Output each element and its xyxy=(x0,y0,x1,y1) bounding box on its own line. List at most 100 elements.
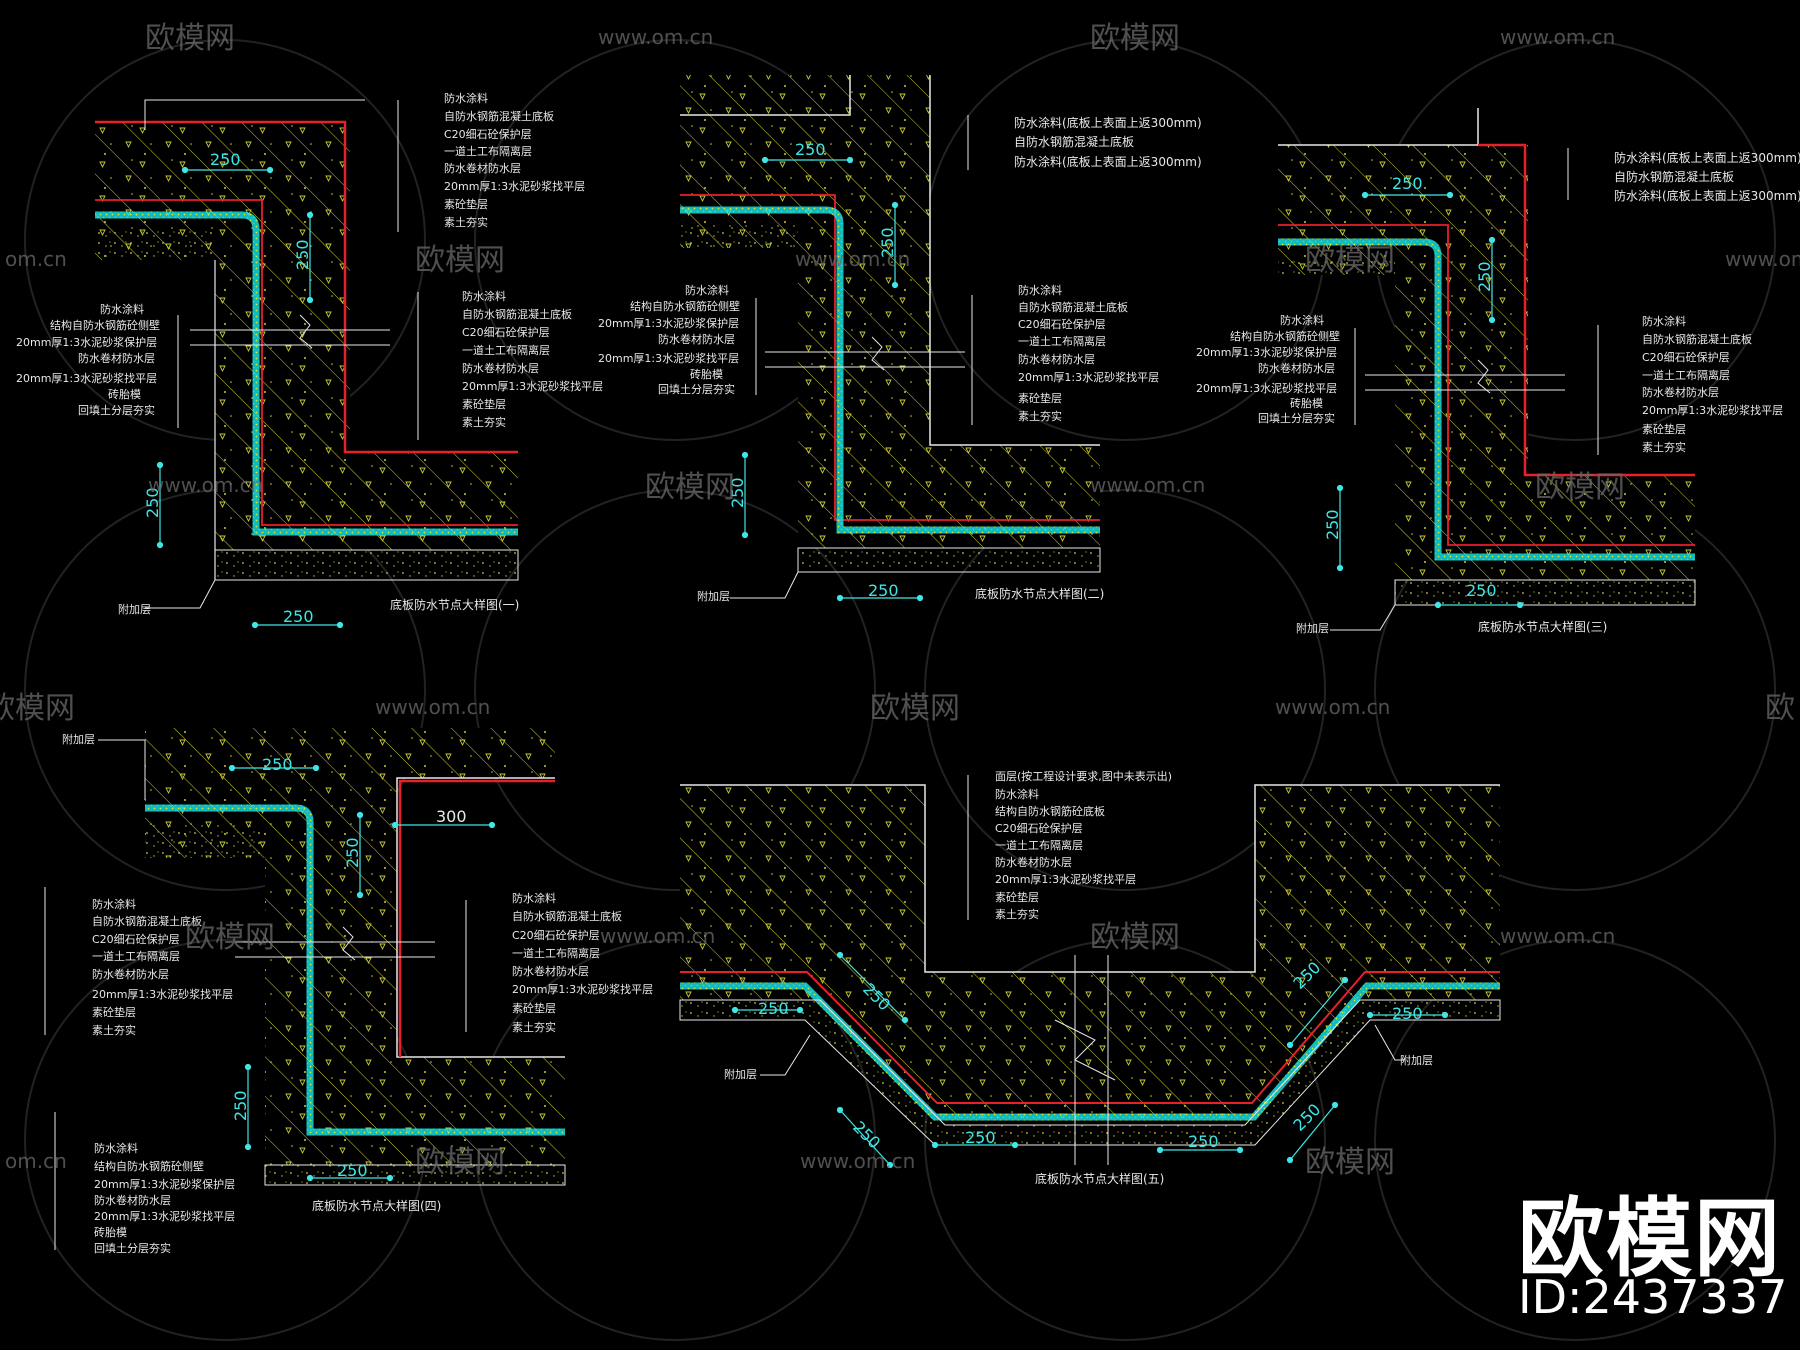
detail-2-dim-2: 250 xyxy=(878,227,897,258)
detail-1-label-mid-4: 防水卷材防水层 xyxy=(462,361,539,375)
detail-5-dim-4: 250 xyxy=(965,1128,996,1147)
detail-1-dim-1: 250 xyxy=(210,150,241,169)
detail-2-label-top-2: 防水涂料(底板上表面上返300mm) xyxy=(1014,154,1202,169)
detail-5-dim-5: 250 xyxy=(1188,1132,1219,1151)
detail-5-dim-3: 250 xyxy=(849,1117,884,1152)
detail-4-dim-3: 250 xyxy=(343,837,362,868)
detail-1-label-mid-0: 防水涂料 xyxy=(462,289,506,303)
detail-2-label-left-3: 防水卷材防水层 xyxy=(658,332,735,346)
watermark-brand-5: 欧模网 xyxy=(645,470,735,505)
detail-4-label-mid-3: 一道土工布隔离层 xyxy=(512,946,600,960)
detail-3-label-mid-2: C20细石砼保护层 xyxy=(1642,350,1730,364)
watermark-brand-frag-right: 欧 xyxy=(1765,691,1795,726)
detail-2-label-top-1: 自防水钢筋混凝土底板 xyxy=(1014,134,1134,149)
watermark-url-5: www.om.cn xyxy=(148,473,263,497)
detail-2-label-top-0: 防水涂料(底板上表面上返300mm) xyxy=(1014,115,1202,130)
detail-2-label-mid-3: 一道土工布隔离层 xyxy=(1018,334,1106,348)
watermark-url-6: www.om.cn xyxy=(1090,473,1205,497)
watermark-brand-1: 欧模网 xyxy=(145,21,235,56)
detail-3-dim-1: 250 xyxy=(1392,174,1423,193)
detail-3-dim-4: 250 xyxy=(1466,581,1497,600)
watermark-url-9: www.om.cn xyxy=(600,924,715,948)
watermark-brand-7: 欧模网 xyxy=(870,691,960,726)
detail-5-dim-2: 250 xyxy=(758,999,789,1018)
detail-3-dim-3: 250 xyxy=(1323,509,1342,540)
detail-2-dim-4: 250 xyxy=(868,581,899,600)
detail-4-label-left-4: 防水卷材防水层 xyxy=(92,967,169,981)
detail-4-label-left-1: 自防水钢筋混凝土底板 xyxy=(92,914,202,928)
detail-4-dim-5: 250 xyxy=(337,1161,368,1180)
detail-2-label-mid-6: 素砼垫层 xyxy=(1018,391,1062,405)
watermark-brand-6: 欧模网 xyxy=(1535,470,1625,505)
detail-5-label-top-6: 20mm厚1:3水泥砂浆找平层 xyxy=(995,872,1136,886)
detail-1-label-left-5: 砖胎模 xyxy=(108,387,141,401)
watermark-url-10: www.om.cn xyxy=(1500,924,1615,948)
detail-4-label-left2-3: 防水卷材防水层 xyxy=(94,1193,171,1207)
watermarks: 欧模网 www.om.cn 欧模网 www.om.cn om.cn 欧模网 ww… xyxy=(0,21,1800,1180)
detail-3-label-mid-6: 素砼垫层 xyxy=(1642,422,1686,436)
detail-4-dim-lines xyxy=(228,764,496,1182)
detail-4-label-left2-0: 防水涂料 xyxy=(94,1141,138,1155)
detail-3-label-mid-0: 防水涂料 xyxy=(1642,314,1686,328)
detail-2-dim-3: 250 xyxy=(728,477,747,508)
watermark-brand-2: 欧模网 xyxy=(1090,21,1180,56)
detail-2-red-coat xyxy=(680,194,1100,521)
detail-4-label-left-0: 防水涂料 xyxy=(92,897,136,911)
detail-1-label-left-1: 结构自防水钢筋砼侧壁 xyxy=(50,318,160,332)
detail-4-label-left2-6: 回填土分层夯实 xyxy=(94,1241,171,1255)
detail-5-extra-label-left: 附加层 xyxy=(724,1067,757,1081)
detail-3-label-left-1: 结构自防水钢筋砼侧壁 xyxy=(1230,329,1340,343)
detail-1-label-top-3: 一道土工布隔离层 xyxy=(444,144,532,158)
detail-5-dim-lines xyxy=(731,951,1449,1169)
detail-3-label-top-0: 防水涂料(底板上表面上返300mm) xyxy=(1614,150,1800,165)
watermark-url-2: www.om.cn xyxy=(1500,25,1615,49)
detail-3-label-left-6: 回填土分层夯实 xyxy=(1258,411,1335,425)
detail-4-red-coat xyxy=(398,779,555,1057)
detail-2-label-left-5: 砖胎模 xyxy=(690,367,723,381)
detail-2-label-left-0: 防水涂料 xyxy=(685,283,729,297)
watermark-url-1: www.om.cn xyxy=(598,25,713,49)
detail-3-label-mid-4: 防水卷材防水层 xyxy=(1642,385,1719,399)
detail-3-label-mid-7: 素土夯实 xyxy=(1642,440,1686,454)
detail-2-label-mid-5: 20mm厚1:3水泥砂浆找平层 xyxy=(1018,370,1159,384)
detail-2-label-mid-0: 防水涂料 xyxy=(1018,283,1062,297)
detail-2-extra-label: 附加层 xyxy=(697,589,730,603)
detail-3-red-coat xyxy=(1478,143,1695,477)
detail-3-label-mid-1: 自防水钢筋混凝土底板 xyxy=(1642,332,1752,346)
watermark-logo-block: 欧模网 ID:2437337 xyxy=(1500,1160,1800,1340)
detail-3-extra-label: 附加层 xyxy=(1296,621,1329,635)
detail-1-label-top-1: 自防水钢筋混凝土底板 xyxy=(444,109,554,123)
detail-4-label-left-2: C20细石砼保护层 xyxy=(92,932,180,946)
watermark-url-3: www.om.cn xyxy=(795,247,910,271)
watermark-url-7: www.om.cn xyxy=(375,695,490,719)
watermark-brand-9: 欧模网 xyxy=(1090,920,1180,955)
detail-4-dim-2: 300 xyxy=(436,807,467,826)
detail-3-label-left-0: 防水涂料 xyxy=(1280,313,1324,327)
detail-2-label-left-4: 20mm厚1:3水泥砂浆找平层 xyxy=(598,351,739,365)
detail-5-dim-8: 250 xyxy=(1289,1100,1324,1135)
detail-5-dim-7: 250 xyxy=(1392,1004,1423,1023)
detail-1-leader-top xyxy=(144,99,399,232)
detail-2-label-mid-2: C20细石砼保护层 xyxy=(1018,317,1106,331)
detail-1-dim-lines xyxy=(156,166,344,629)
detail-5-extra-label-right: 附加层 xyxy=(1400,1053,1433,1067)
detail-5-label-top-0: 面层(按工程设计要求,图中未表示出) xyxy=(995,769,1172,783)
detail-4-label-left2-2: 20mm厚1:3水泥砂浆保护层 xyxy=(94,1177,235,1191)
detail-1-label-mid-3: 一道土工布隔离层 xyxy=(462,343,550,357)
detail-1-dim-2: 250 xyxy=(293,239,312,270)
detail-3-label-mid-3: 一道土工布隔离层 xyxy=(1642,368,1730,382)
detail-4-label-left-7: 素土夯实 xyxy=(92,1023,136,1037)
detail-3-label-left-2: 20mm厚1:3水泥砂浆保护层 xyxy=(1196,345,1337,359)
detail-3-dim-2: 250 xyxy=(1475,261,1494,292)
detail-5-label-top-2: 结构自防水钢筋砼底板 xyxy=(995,804,1105,818)
detail-5-label-top-3: C20细石砼保护层 xyxy=(995,821,1083,835)
detail-1: 250 250 250 250 防水涂料 自防水钢筋混凝土底板 C20细石砼保护… xyxy=(16,91,603,629)
watermark-logo-title: 欧模网 xyxy=(1518,1189,1782,1289)
detail-1-label-mid-1: 自防水钢筋混凝土底板 xyxy=(462,307,572,321)
detail-1-extra-label: 附加层 xyxy=(118,602,151,616)
detail-5-label-top-4: 一道土工布隔离层 xyxy=(995,838,1083,852)
detail-4-label-mid-5: 20mm厚1:3水泥砂浆找平层 xyxy=(512,982,653,996)
detail-1-label-top-7: 素土夯实 xyxy=(444,215,488,229)
detail-1-label-top-5: 20mm厚1:3水泥砂浆找平层 xyxy=(444,179,585,193)
